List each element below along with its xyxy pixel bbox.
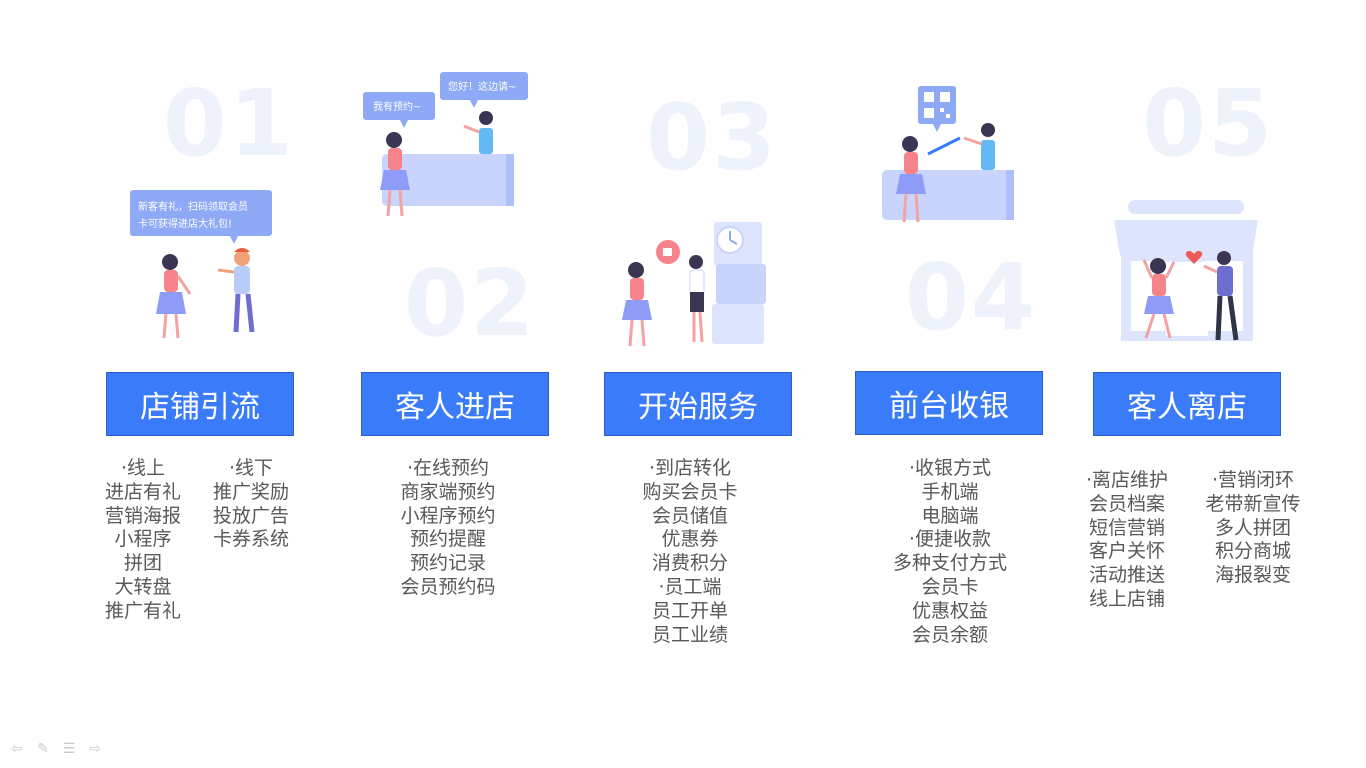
pen-icon[interactable]: ✎ bbox=[37, 741, 49, 757]
qr-code-icon bbox=[918, 86, 956, 124]
step-title-03: 开始服务 bbox=[604, 372, 792, 436]
step-number-05: 05 bbox=[1142, 70, 1275, 177]
step-03-list: ·到店转化购买会员卡会员储值 优惠券消费积分·员工端 员工开单员工业绩 bbox=[642, 457, 738, 646]
bubble-text-2: 卡可获得进店大礼包! bbox=[138, 217, 232, 230]
step-05-retention-list: ·离店维护会员档案短信营销 客户关怀活动推送线上店铺 bbox=[1085, 469, 1169, 610]
step-number-04: 04 bbox=[905, 244, 1038, 351]
menu-icon[interactable]: ☰ bbox=[62, 741, 76, 757]
bubble-text-appointment: 我有预约~ bbox=[373, 100, 421, 113]
bubble-text-1: 新客有礼，扫码领取会员 bbox=[138, 200, 248, 213]
step-02-list: ·在线预约商家端预约小程序预约 预约提醒预约记录会员预约码 bbox=[400, 457, 496, 598]
heart-icon bbox=[1185, 251, 1203, 264]
step-title-04: 前台收银 bbox=[855, 371, 1043, 435]
step-01-online-list: ·线上进店有礼营销海报 小程序拼团大转盘 推广有礼 bbox=[104, 457, 181, 622]
illustration-step-05 bbox=[1114, 200, 1258, 341]
illustration-step-02: 我有预约~ 您好！这边请~ bbox=[363, 72, 528, 217]
illustration-step-01: 新客有礼，扫码领取会员 卡可获得进店大礼包! bbox=[130, 190, 272, 339]
slide-nav: ⇦ ✎ ☰ ⇨ bbox=[8, 741, 104, 757]
step-title-01: 店铺引流 bbox=[106, 372, 294, 436]
arrow-right-icon[interactable]: ⇨ bbox=[89, 741, 101, 757]
step-number-03: 03 bbox=[646, 84, 779, 191]
step-title-05: 客人离店 bbox=[1093, 372, 1281, 436]
illustration-step-04 bbox=[882, 86, 1014, 223]
step-05-marketing-list: ·营销闭环老带新宣传多人拼团 积分商城海报裂变 bbox=[1205, 469, 1301, 587]
step-number-02: 02 bbox=[404, 250, 537, 357]
step-04-list: ·收银方式手机端电脑端 ·便捷收款多种支付方式会员卡 优惠权益会员余额 bbox=[892, 457, 1007, 646]
step-title-02: 客人进店 bbox=[361, 372, 549, 436]
bubble-text-greeting: 您好！这边请~ bbox=[448, 80, 516, 93]
arrow-left-icon[interactable]: ⇦ bbox=[11, 741, 23, 757]
step-01-offline-list: ·线下推广奖励投放广告 卡券系统 bbox=[212, 457, 289, 551]
illustration-step-03 bbox=[622, 222, 766, 347]
step-number-01: 01 bbox=[163, 70, 296, 177]
